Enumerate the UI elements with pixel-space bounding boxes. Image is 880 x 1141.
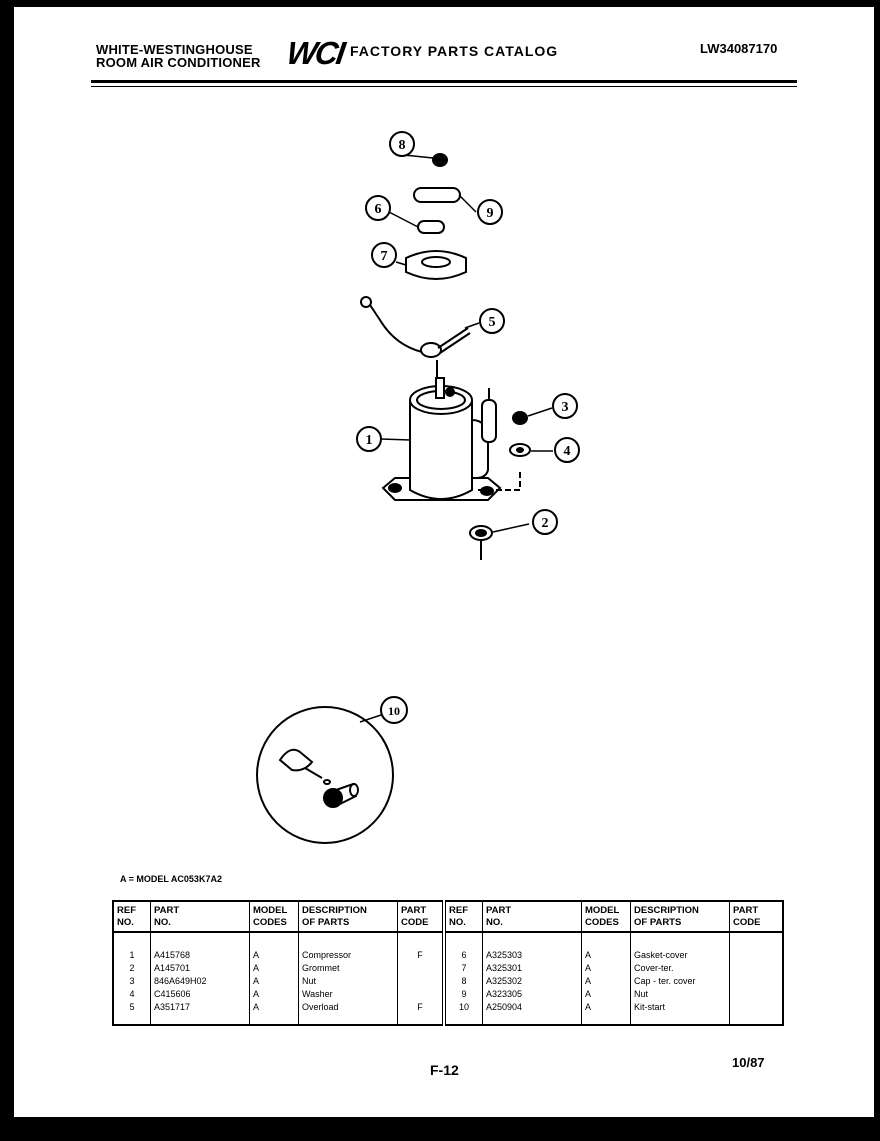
page-number: F-12 <box>430 1062 459 1078</box>
leader-lines <box>359 154 553 723</box>
callout-4: 4 <box>554 437 580 463</box>
svg-text:9: 9 <box>487 206 494 221</box>
catalog-code: LW34087170 <box>700 41 778 56</box>
model-note: A = MODEL AC053K7A2 <box>120 874 222 884</box>
svg-text:4: 4 <box>564 444 571 459</box>
callout-9: 9 <box>477 199 503 225</box>
terminal-cover-illustration <box>405 153 467 280</box>
svg-text:3: 3 <box>562 400 569 415</box>
callout-3: 3 <box>552 393 578 419</box>
brand-block: WHITE-WESTINGHOUSE ROOM AIR CONDITIONER <box>96 43 261 69</box>
overload-illustration <box>360 296 471 378</box>
callout-7: 7 <box>371 242 397 268</box>
callout-10: 10 <box>380 696 408 724</box>
svg-text:10: 10 <box>388 704 400 718</box>
svg-text:7: 7 <box>381 249 388 264</box>
brand-line-1: WHITE-WESTINGHOUSE <box>96 42 253 57</box>
brand-line-2: ROOM AIR CONDITIONER <box>96 55 261 70</box>
svg-text:8: 8 <box>399 138 406 153</box>
svg-text:1: 1 <box>366 433 373 448</box>
svg-text:6: 6 <box>375 202 382 217</box>
kit-start-illustration <box>256 706 394 844</box>
header-rule-thin <box>91 86 797 87</box>
revision-date: 10/87 <box>732 1055 765 1070</box>
compressor-illustration <box>381 377 521 501</box>
callout-1: 1 <box>356 426 382 452</box>
callout-6: 6 <box>365 195 391 221</box>
nut-illustration <box>512 411 528 425</box>
callout-8: 8 <box>389 131 415 157</box>
callout-2: 2 <box>532 509 558 535</box>
catalog-title: FACTORY PARTS CATALOG <box>350 43 559 59</box>
svg-text:5: 5 <box>489 315 496 330</box>
header-rule <box>91 80 797 83</box>
svg-text:2: 2 <box>542 516 549 531</box>
callout-5: 5 <box>479 308 505 334</box>
